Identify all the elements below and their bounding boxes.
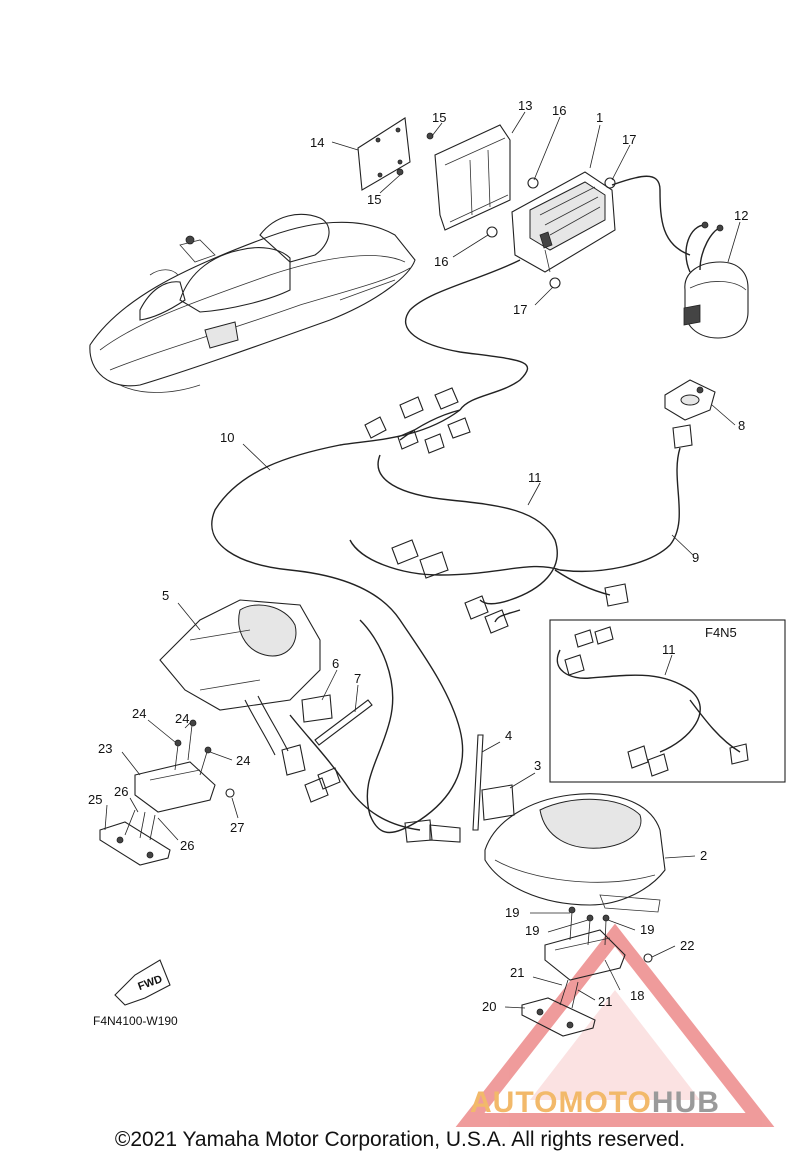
- variant-box-f4n5: F4N5: [549, 619, 786, 783]
- callout-11-variant: 11: [662, 642, 676, 657]
- wire-harness-11: [349, 454, 629, 634]
- battery-cable: [611, 175, 691, 256]
- callout-24-c: 24: [236, 753, 250, 768]
- strap-7: [314, 699, 373, 746]
- strap-4: [472, 734, 484, 831]
- callout-23: 23: [98, 741, 112, 756]
- callout-16-top: 16: [552, 103, 566, 118]
- callout-1: 1: [596, 110, 603, 125]
- callout-21-b: 21: [598, 994, 612, 1009]
- watermark-text-part2: HUB: [651, 1086, 720, 1119]
- callout-25: 25: [88, 792, 102, 807]
- leader-lines: [104, 111, 741, 1009]
- callout-17-top: 17: [622, 132, 636, 147]
- callout-10: 10: [220, 430, 234, 445]
- callout-9: 9: [692, 550, 699, 565]
- unit-5: [159, 599, 321, 776]
- callout-27: 27: [230, 820, 244, 835]
- watermark-text-part1: AUTOMOTO: [470, 1086, 652, 1119]
- forward-direction-arrow: FWD: [114, 959, 171, 1006]
- diagram-reference-code: F4N4100-W190: [93, 1014, 178, 1028]
- callout-22: 22: [680, 938, 694, 953]
- watercraft-illustration: [89, 213, 416, 393]
- callout-labels: 1 2 3 4 5 6 7 8 9 10 11 11 12 13 14 15 1…: [88, 98, 748, 1014]
- copyright-footer: ©2021 Yamaha Motor Corporation, U.S.A. A…: [114, 1128, 686, 1151]
- wire-harness-9: [559, 424, 693, 572]
- ecu-unit-1: [511, 171, 616, 273]
- pad-6: [301, 694, 333, 723]
- callout-13: 13: [518, 98, 532, 113]
- callout-26-a: 26: [114, 784, 128, 799]
- pad-3: [481, 784, 515, 821]
- callout-18: 18: [630, 988, 644, 1003]
- callout-20: 20: [482, 999, 496, 1014]
- callout-16-bottom: 16: [434, 254, 448, 269]
- callout-7: 7: [354, 671, 361, 686]
- bracket-23-assembly: [99, 719, 235, 866]
- callout-15-bottom: 15: [367, 192, 381, 207]
- bracket-13: [434, 124, 511, 231]
- bracket-18-assembly: [521, 906, 653, 1037]
- switch-8: [664, 379, 716, 421]
- callout-26-b: 26: [180, 838, 194, 853]
- callout-6: 6: [332, 656, 339, 671]
- callout-8: 8: [738, 418, 745, 433]
- unit-2: [484, 793, 666, 913]
- fasteners-top: [396, 132, 616, 289]
- callout-15-top: 15: [432, 110, 446, 125]
- callout-24-a: 24: [132, 706, 146, 721]
- callout-14: 14: [310, 135, 324, 150]
- callout-2: 2: [700, 848, 707, 863]
- variant-box-label: F4N5: [705, 625, 737, 640]
- callout-12: 12: [734, 208, 748, 223]
- callout-5: 5: [162, 588, 169, 603]
- callout-21-a: 21: [510, 965, 524, 980]
- callout-11-main: 11: [528, 470, 542, 485]
- callout-17-bottom: 17: [513, 302, 527, 317]
- callout-19-c: 19: [640, 922, 654, 937]
- callout-19-b: 19: [525, 923, 539, 938]
- callout-3: 3: [534, 758, 541, 773]
- battery-12: [683, 221, 749, 339]
- callout-4: 4: [505, 728, 512, 743]
- callout-24-b: 24: [175, 711, 189, 726]
- callout-19-a: 19: [505, 905, 519, 920]
- watermark-text: AUTOMOTOHUB: [470, 1086, 720, 1120]
- plate-14: [357, 117, 411, 191]
- wire-harness-10: [211, 259, 529, 843]
- watermark-triangle-logo: [455, 923, 775, 1127]
